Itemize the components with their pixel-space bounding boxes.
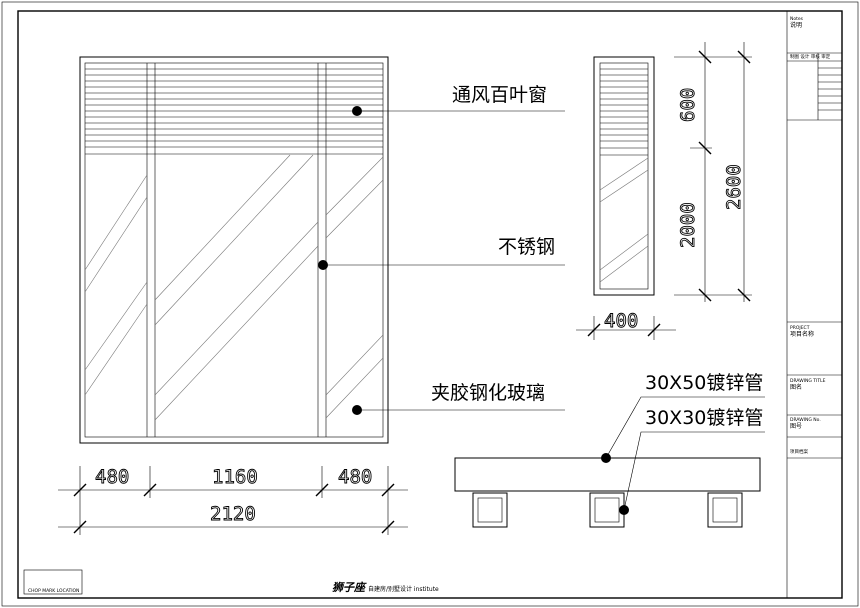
notes-cn-label: 说明 (790, 21, 802, 29)
pipe-large-callout-label: 30X50镀锌管 (645, 372, 763, 394)
drawing-title-en-label: DRAWING TITLE (790, 378, 826, 384)
frame-outer (79, 56, 389, 444)
dim-side-width: 400 (604, 310, 638, 332)
glass-callout: 夹胶钢化玻璃 (352, 382, 565, 415)
project-cn-label: 项目名称 (790, 330, 814, 338)
pipe-large-callout: 30X50镀锌管 (601, 372, 765, 463)
dim-left-panel: 480 (95, 466, 129, 488)
chop-mark-box (23, 569, 83, 595)
pipe-30x30-center (589, 492, 625, 528)
dim-top-height: 600 (677, 88, 699, 122)
side-frame-outer (593, 56, 655, 296)
top-rail-30x50 (454, 457, 761, 492)
pipe-small-callout: 30X30镀锌管 (619, 407, 765, 515)
drawing-no-cn-label: 图号 (790, 423, 802, 430)
glass-callout-label: 夹胶钢化玻璃 (431, 382, 545, 404)
pipe-30x30-right (707, 492, 743, 528)
louver-slats (85, 68, 383, 142)
side-louver-slats (600, 68, 648, 142)
sheet-border-inner (17, 10, 843, 599)
brand-tagline: 自建房/别墅设计 institute (368, 585, 439, 593)
drawing-title-cn-label: 图名 (790, 383, 802, 391)
dim-total-height: 2600 (723, 164, 745, 210)
revision-label: 项目档案 (790, 448, 808, 455)
brand-logo: 狮子座 (332, 581, 367, 594)
front-elevation (79, 56, 389, 444)
dim-lower-height: 2000 (677, 202, 699, 248)
steel-callout-label: 不锈钢 (498, 236, 555, 258)
side-frame-inner (599, 62, 649, 290)
title-block: Notes 说明 制图 设计 审核 审定 PROJECT 项目名称 DRAWIN… (787, 16, 842, 459)
side-width-dimension: 400 (576, 310, 676, 340)
signature-labels: 制图 设计 审核 审定 (790, 53, 831, 60)
glass-hatch (84, 154, 384, 421)
louver-callout: 通风百叶窗 (352, 84, 565, 116)
frame-inner (84, 62, 384, 438)
width-dimensions: 480 1160 480 2120 (58, 466, 408, 535)
side-section (593, 56, 655, 296)
louver-callout-label: 通风百叶窗 (452, 84, 547, 106)
side-glass-hatch (599, 157, 649, 283)
pipe-small-callout-label: 30X30镀锌管 (645, 407, 763, 429)
mullion-right (317, 63, 327, 437)
pipe-30x30-left (472, 492, 508, 528)
dim-right-panel: 480 (338, 466, 372, 488)
notes-en-label: Notes (790, 16, 804, 22)
base-section (454, 457, 761, 528)
height-dimensions: 600 2000 2600 (674, 42, 752, 302)
steel-callout: 不锈钢 (318, 236, 565, 270)
signature-grid (787, 67, 842, 121)
drawing-no-en-label: DRAWING No. (790, 417, 821, 423)
mullion-left (146, 63, 156, 437)
dim-center-panel: 1160 (212, 466, 258, 488)
chop-mark-label: CHOP MARK LOCATION (28, 588, 79, 594)
dim-total-width: 2120 (210, 503, 256, 525)
project-en-label: PROJECT (790, 325, 810, 331)
